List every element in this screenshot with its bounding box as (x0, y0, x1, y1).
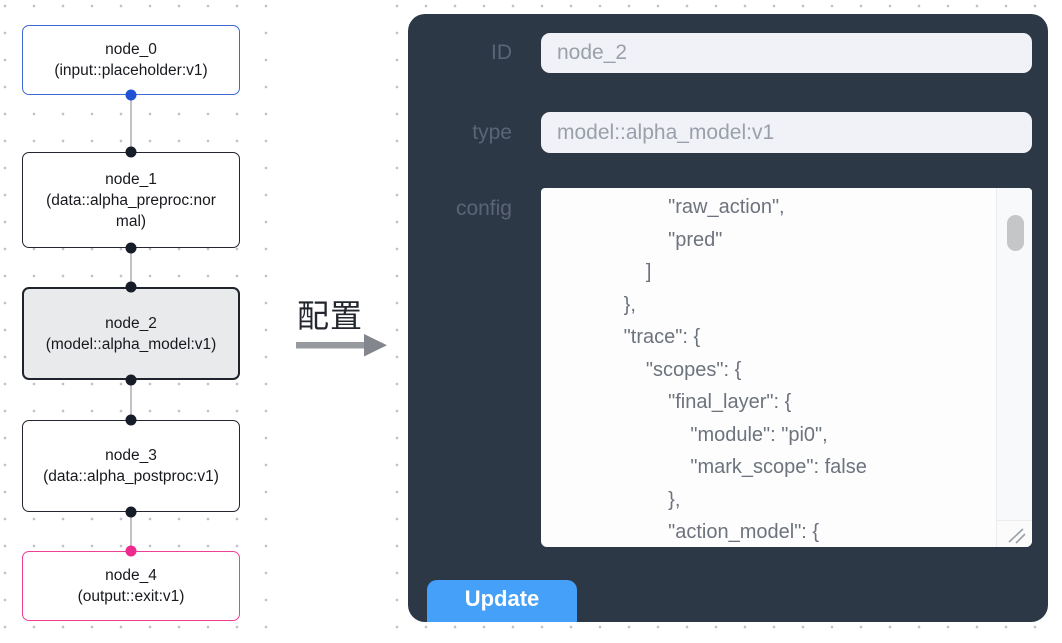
node-subtitle: (data::alpha_preproc:normal) (46, 191, 216, 230)
node-title: node_4 (105, 567, 157, 584)
port-node1-out[interactable] (125, 242, 137, 254)
type-field-label: type (472, 121, 512, 144)
graph-node-node_2-selected[interactable]: node_2 (model::alpha_model:v1) (22, 287, 240, 380)
update-button[interactable]: Update (427, 580, 577, 622)
graph-node-node_4[interactable]: node_4 (output::exit:v1) (22, 551, 240, 621)
graph-node-node_0[interactable]: node_0 (input::placeholder:v1) (22, 25, 240, 95)
port-node4-in[interactable] (125, 545, 137, 557)
node-title: node_3 (105, 447, 157, 464)
type-input[interactable] (541, 112, 1032, 153)
port-node3-out[interactable] (125, 506, 137, 518)
node-subtitle: (output::exit:v1) (77, 588, 185, 605)
node-config-panel: ID type config "raw_action", "pred" ] },… (408, 14, 1048, 622)
graph-node-node_1[interactable]: node_1 (data::alpha_preproc:normal) (22, 152, 240, 248)
edge-node1-node2 (130, 248, 132, 287)
config-scrollbar[interactable] (996, 188, 1032, 520)
port-node2-out[interactable] (125, 374, 137, 386)
edge-node2-node3 (130, 380, 132, 420)
node-title: node_1 (105, 170, 157, 188)
port-node1-in[interactable] (125, 146, 137, 158)
configure-caption: 配置 (297, 298, 364, 334)
graph-node-node_3[interactable]: node_3 (data::alpha_postproc:v1) (22, 420, 240, 512)
node-subtitle: (model::alpha_model:v1) (45, 335, 217, 353)
node-title: node_0 (105, 41, 157, 58)
node-subtitle: (data::alpha_postproc:v1) (43, 468, 219, 485)
node-title: node_2 (105, 314, 157, 332)
port-node3-in[interactable] (125, 414, 137, 426)
node-subtitle: (input::placeholder:v1) (54, 62, 208, 79)
config-field-label: config (455, 197, 512, 220)
port-node0-out[interactable] (125, 89, 137, 101)
config-scrollbar-thumb[interactable] (1007, 215, 1024, 251)
port-node2-in[interactable] (125, 281, 137, 293)
config-json-text: "raw_action", "pred" ] }, "trace": { "sc… (623, 196, 867, 543)
right-arrow-icon (296, 334, 387, 357)
config-textarea[interactable]: "raw_action", "pred" ] }, "trace": { "sc… (541, 188, 1032, 547)
edge-node3-node4 (130, 512, 132, 551)
id-field-label: ID (491, 41, 512, 64)
textarea-resize-handle[interactable] (996, 520, 1032, 547)
graph-canvas: node_0 (input::placeholder:v1) node_1 (d… (0, 0, 282, 643)
id-input[interactable] (541, 33, 1032, 73)
edge-node0-node1 (130, 95, 132, 152)
resize-grip-icon (1008, 528, 1026, 544)
